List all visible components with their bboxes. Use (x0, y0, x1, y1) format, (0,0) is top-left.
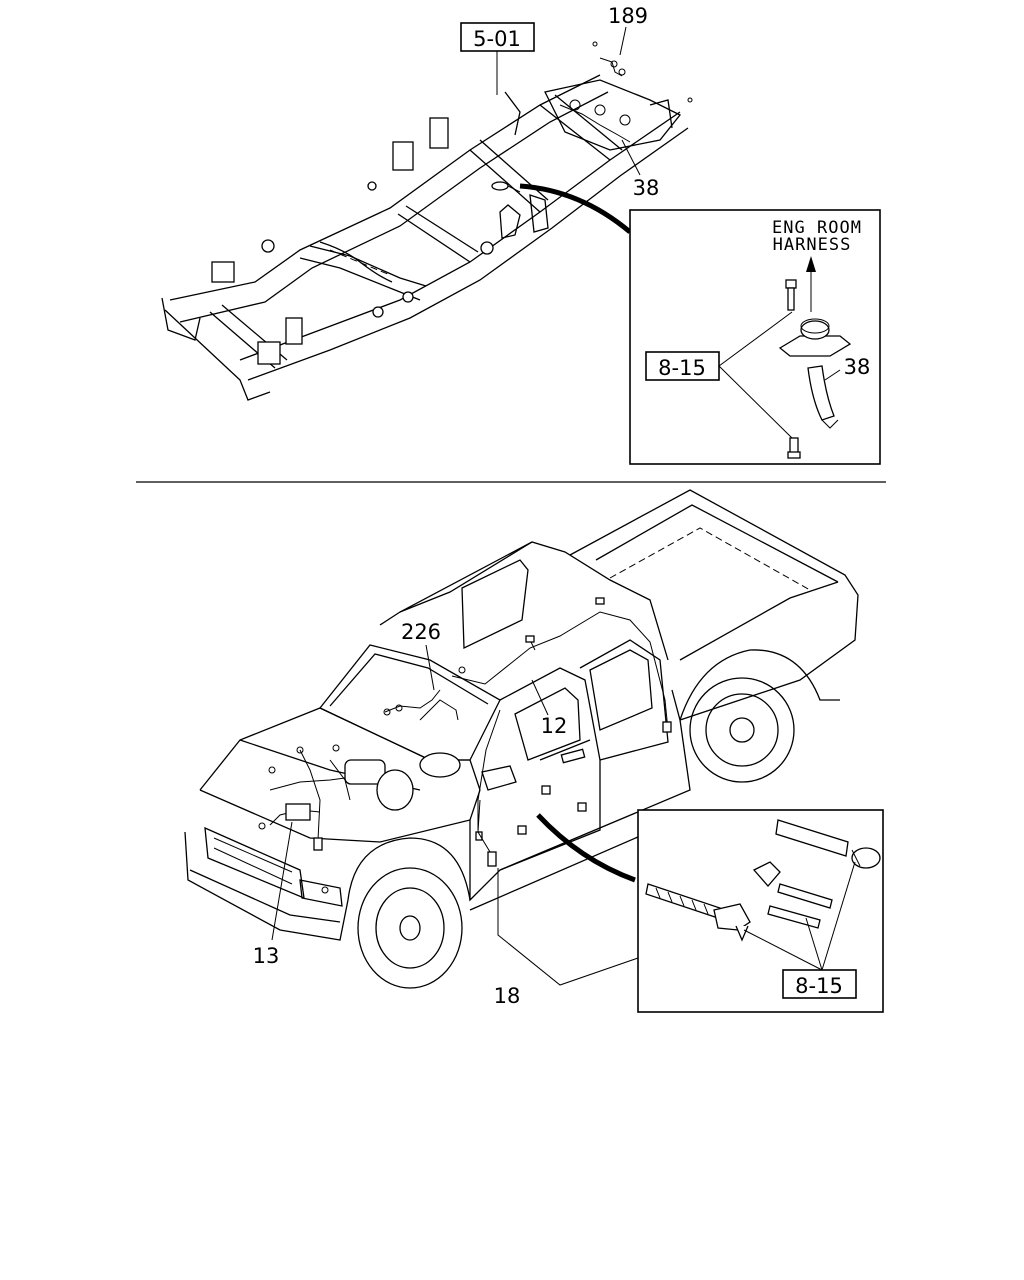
inset-leader-top (519, 183, 632, 234)
callout-label-12: 12 (541, 714, 568, 738)
callout-13: 13 (253, 821, 293, 968)
callout-18: 18 (494, 868, 639, 1008)
callout-label-18: 18 (494, 984, 521, 1008)
chassis-frame-drawing (161, 41, 693, 401)
inset-ref-label-8-15: 8-15 (658, 356, 706, 380)
ref-box-5-01: 5-01 (460, 22, 535, 95)
callout-12: 12 (531, 679, 568, 738)
bottom-detail-inset: 8-15 (637, 809, 884, 1013)
ref-label-5-01: 5-01 (473, 27, 521, 51)
inset-title-line2: HARNESS (773, 235, 852, 255)
callout-label-13: 13 (253, 944, 280, 968)
callout-226: 226 (401, 620, 441, 691)
pickup-truck-drawing (184, 489, 859, 989)
inset-leader-bottom (536, 813, 636, 883)
inset-callout-38: 38 (844, 355, 871, 379)
inset-title-line1: ENG ROOM (772, 218, 862, 238)
callout-189: 189 (608, 4, 648, 56)
callout-label-189: 189 (608, 4, 648, 28)
callout-label-226: 226 (401, 620, 441, 644)
callout-38-frame: 38 (621, 139, 660, 200)
inset-ref-label-8-15-bottom: 8-15 (795, 974, 843, 998)
top-detail-inset: ENG ROOM HARNESS 8-15 38 (629, 209, 881, 465)
callout-label-38: 38 (633, 176, 660, 200)
